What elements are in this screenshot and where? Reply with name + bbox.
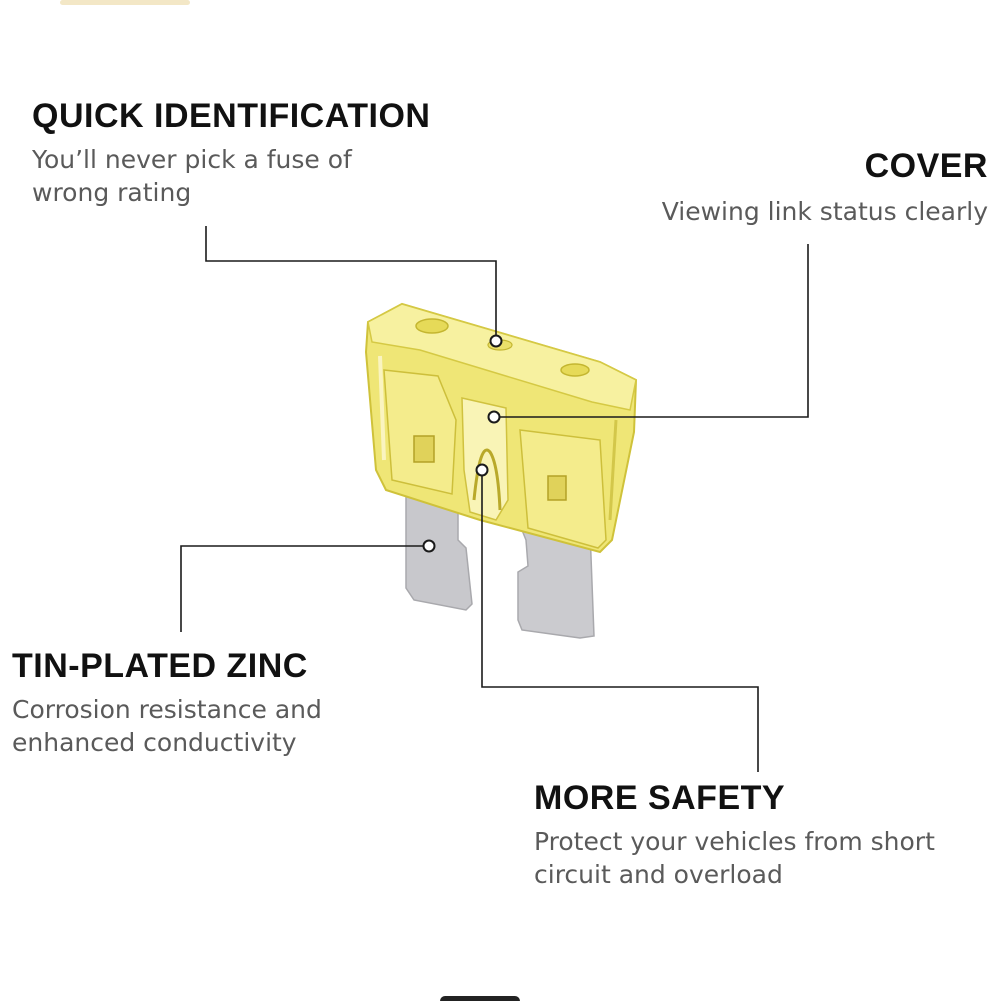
description-line: You’ll never pick a fuse of <box>32 145 352 175</box>
description-line: Protect your vehicles from short <box>534 827 935 857</box>
feature-cover: COVER Viewing link status clearly <box>662 147 988 228</box>
right-terminal <box>516 519 595 639</box>
dot-tin-plated-zinc <box>422 539 436 553</box>
feature-description: Viewing link status clearly <box>662 195 988 228</box>
leader-cover <box>495 244 809 418</box>
leader-lines <box>180 226 809 772</box>
feature-quick-identification: QUICK IDENTIFICATION You’ll never pick a… <box>32 97 431 209</box>
feature-description: Protect your vehicles from short circuit… <box>534 825 935 891</box>
feature-more-safety: MORE SAFETY Protect your vehicles from s… <box>534 779 935 891</box>
feature-description: You’ll never pick a fuse of wrong rating <box>32 143 430 209</box>
feature-title: COVER <box>864 147 988 185</box>
dot-more-safety <box>475 463 489 477</box>
feature-title: MORE SAFETY <box>534 779 786 817</box>
top-edge-decoration <box>60 0 190 5</box>
callout-dots <box>422 334 503 553</box>
bottom-edge-decoration <box>440 996 520 1001</box>
dot-quick-identification <box>489 334 503 348</box>
feature-description: Corrosion resistance and enhanced conduc… <box>12 693 322 759</box>
feature-title: TIN-PLATED ZINC <box>12 647 308 685</box>
feature-title: QUICK IDENTIFICATION <box>32 97 431 135</box>
description-line: Viewing link status clearly <box>661 197 988 227</box>
description-line: circuit and overload <box>534 860 783 890</box>
fuse-body <box>364 302 638 554</box>
description-line: Corrosion resistance and <box>12 695 322 725</box>
leader-more-safety <box>481 470 759 772</box>
description-line: wrong rating <box>32 178 192 208</box>
description-line: enhanced conductivity <box>12 728 297 758</box>
leader-tin-plated-zinc <box>180 545 428 632</box>
leader-quick-identification <box>205 226 497 340</box>
feature-tin-plated-zinc: TIN-PLATED ZINC Corrosion resistance and… <box>12 647 322 759</box>
dot-cover <box>487 410 501 424</box>
